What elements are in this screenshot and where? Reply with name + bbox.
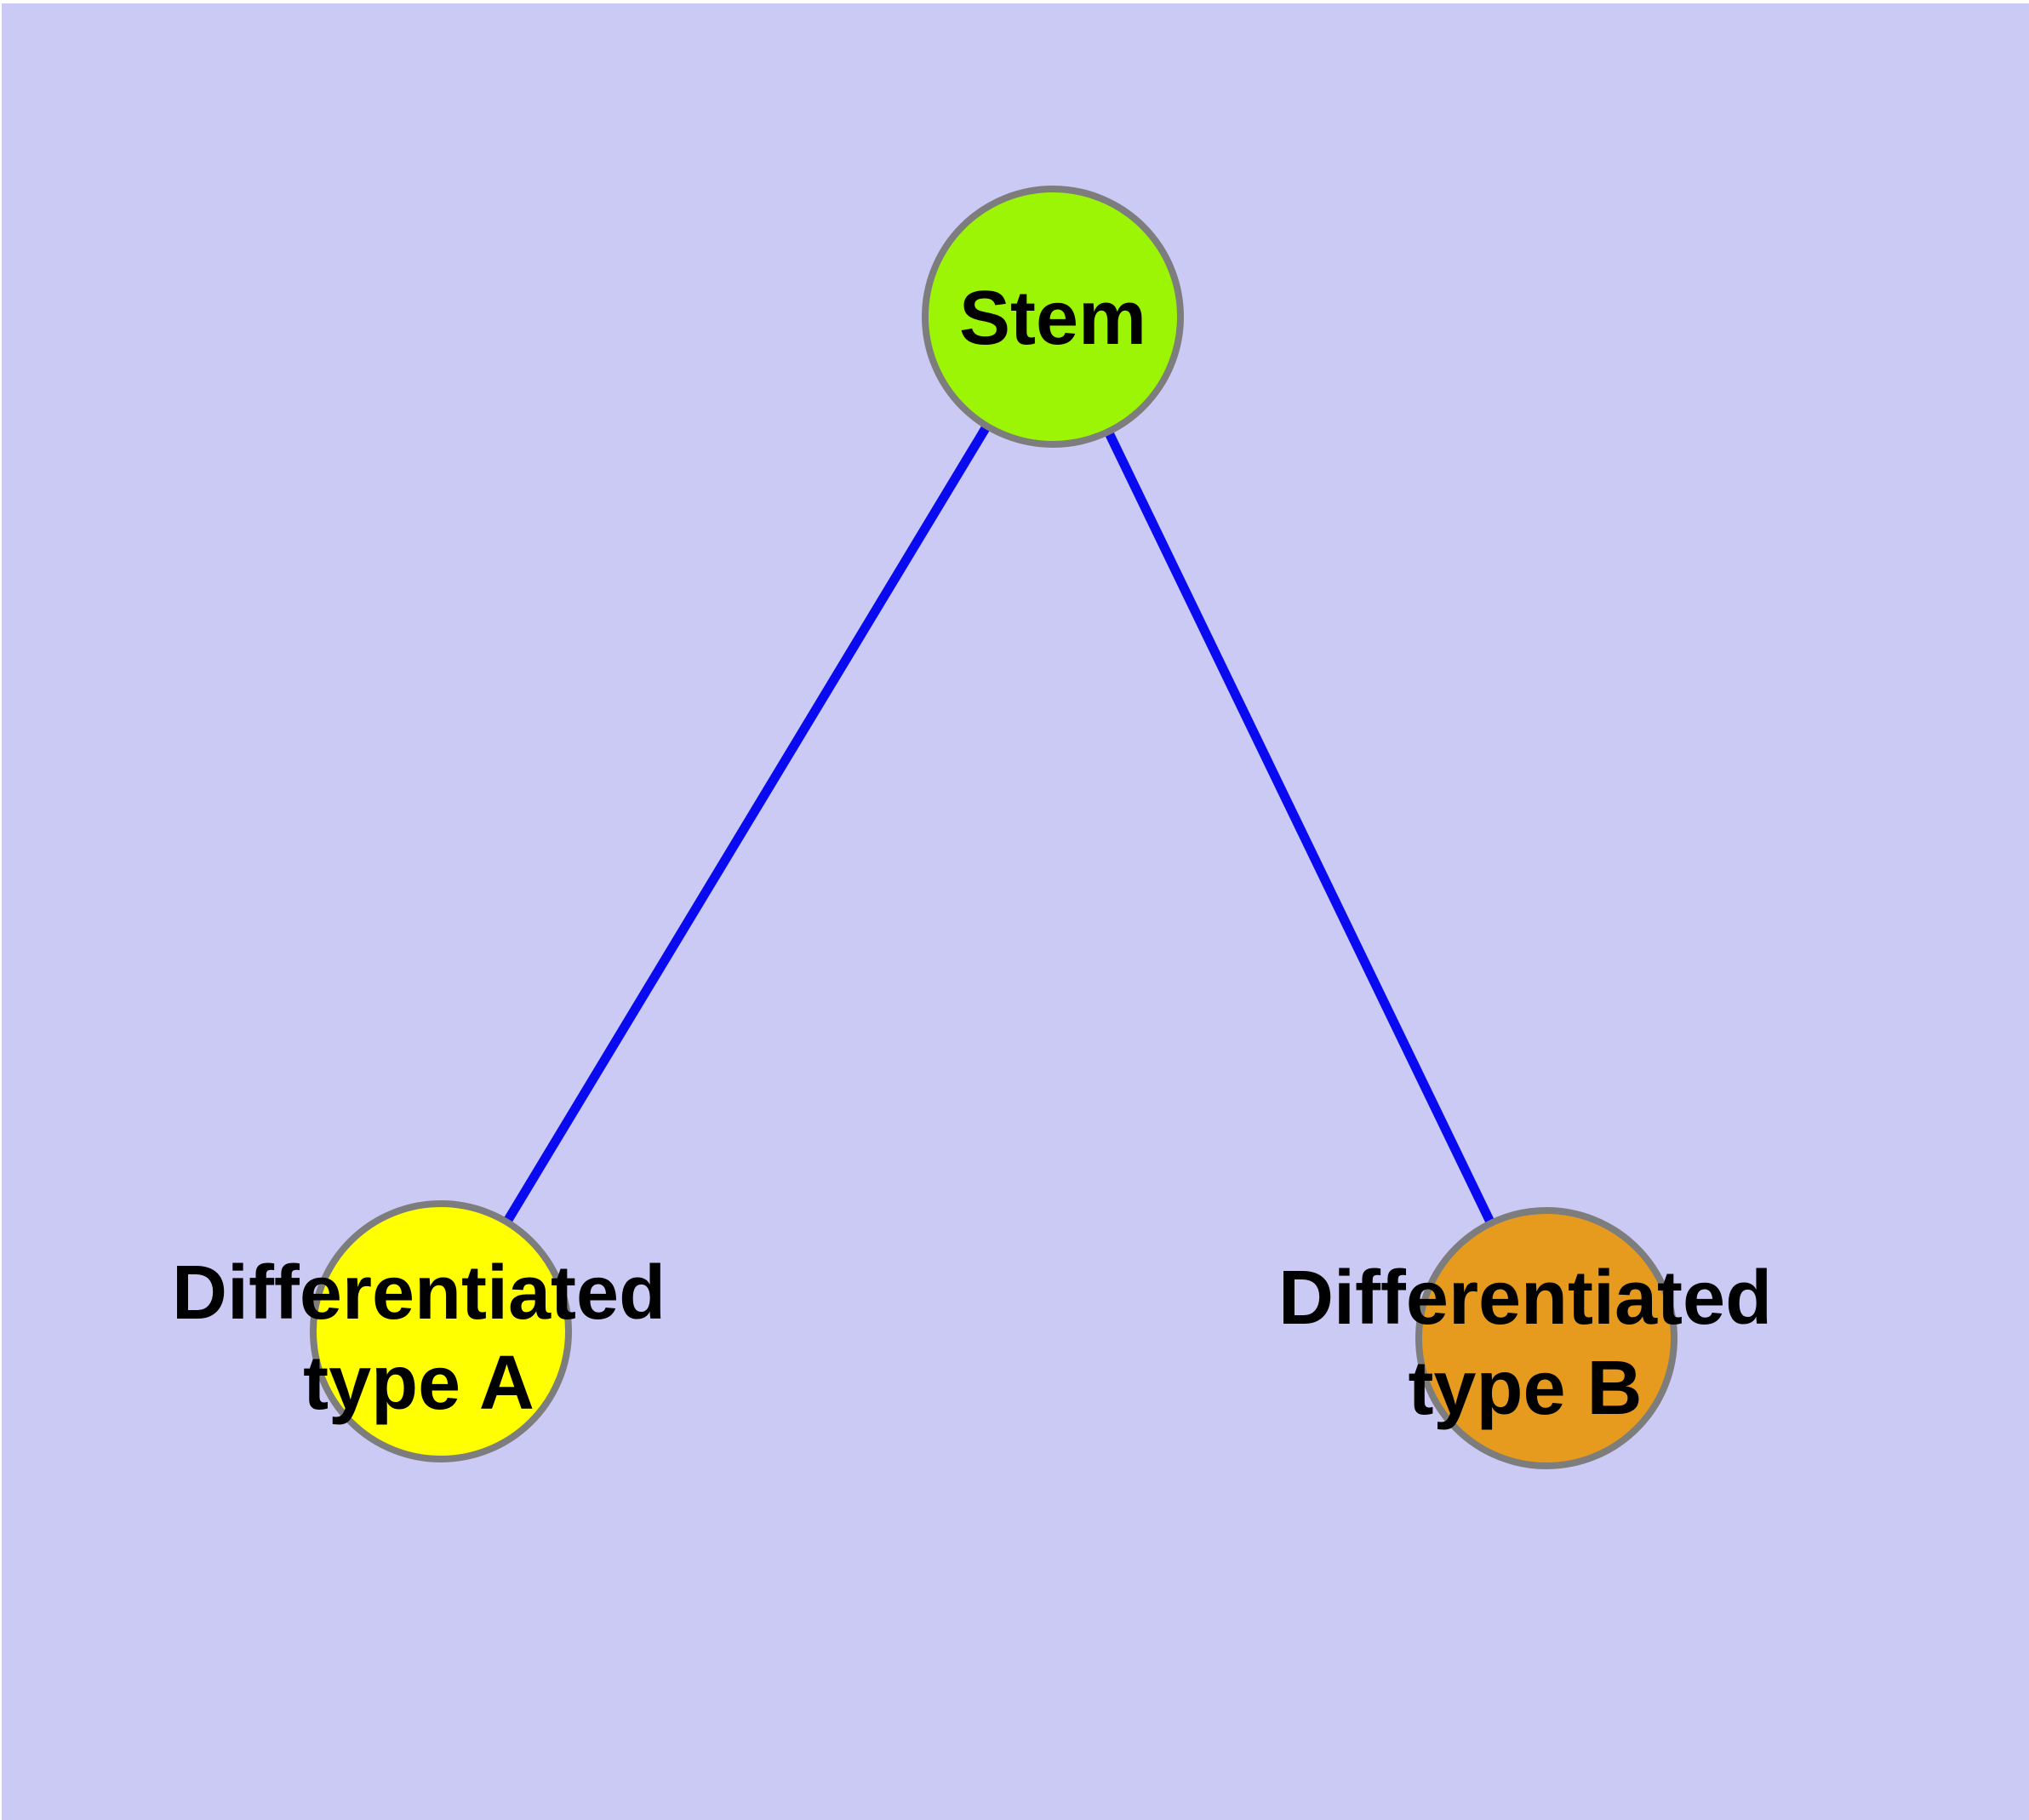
node-type-a-label-line1: Differentiated [171,1251,666,1336]
node-type-b-label-line1: Differentiated [1277,1256,1773,1341]
node-type-b-circle [1415,1207,1677,1469]
node-type-a-circle [310,1200,572,1462]
edge-stem-to-type-a [437,314,1057,1334]
edge-stem-to-type-b [1049,314,1551,1341]
node-stem-label-text: Stem [958,276,1147,361]
node-stem-circle [922,186,1184,448]
node-type-a-label: Differentiated type A [172,1248,666,1428]
node-type-b-label: Differentiated type B [1278,1253,1772,1434]
node-type-b-label-line2: type B [1408,1346,1643,1431]
node-stem-label: Stem [959,273,1146,363]
node-type-a-label-line2: type A [303,1341,534,1426]
